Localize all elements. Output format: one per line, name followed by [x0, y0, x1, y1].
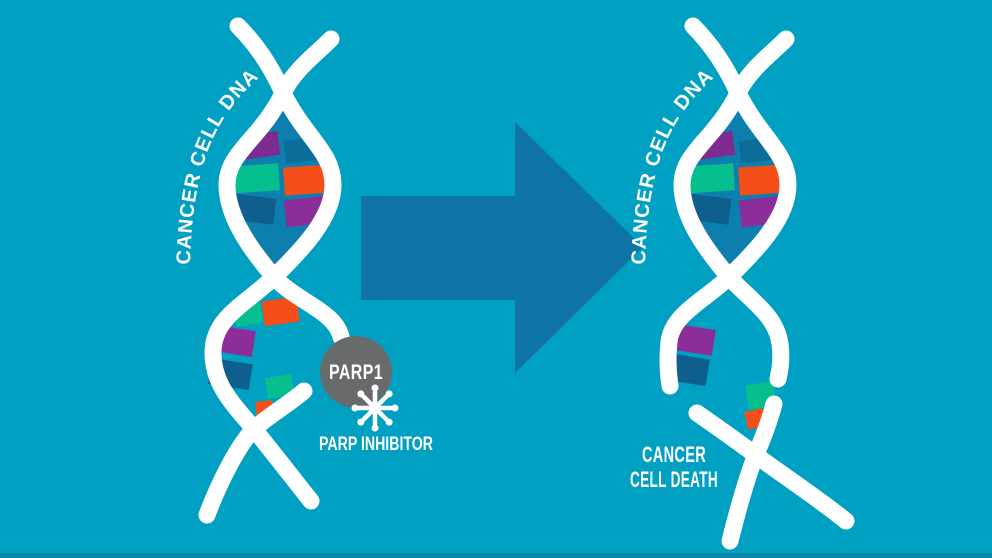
strand-b-broken [673, 30, 795, 388]
parp-inhibitor-icon [351, 384, 399, 432]
base-pair-block [227, 163, 280, 194]
bottom-edge-strip [0, 553, 992, 558]
base-pair-block [261, 296, 300, 327]
parp1-label: PARP1 [329, 361, 383, 384]
strand-b-upper [218, 30, 350, 346]
flow-arrow-icon [361, 122, 643, 373]
broken-fragment-strand [721, 395, 783, 550]
base-pair-block [674, 324, 716, 356]
right-helix-strands [659, 17, 855, 550]
base-pair-block [283, 164, 332, 196]
strand-b-lower [198, 382, 313, 524]
base-pair-block [264, 373, 295, 400]
base-pair-block [682, 163, 735, 194]
cancer-cell-death-line1: CANCER [642, 442, 706, 467]
parp-inhibitor-label: PARP INHIBITOR [319, 434, 433, 455]
base-pair-block [738, 164, 787, 196]
parp-group: PARP1 PARP INH [319, 336, 433, 455]
cancer-cell-death-line2: CELL DEATH [630, 467, 718, 492]
left-helix-strands [198, 17, 350, 524]
